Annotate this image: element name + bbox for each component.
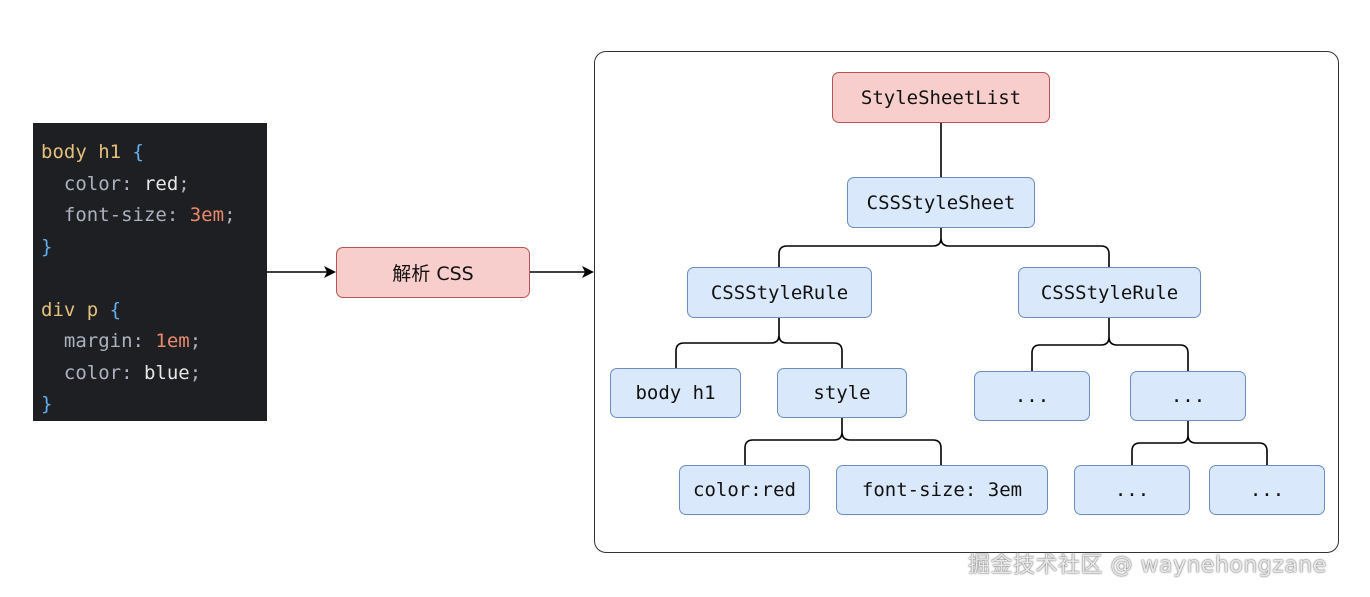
code-token: : bbox=[132, 330, 156, 352]
code-token: { bbox=[109, 298, 122, 321]
cssom-tree-frame bbox=[594, 51, 1339, 553]
code-token: { bbox=[132, 141, 144, 163]
code-line: } bbox=[41, 389, 267, 421]
code-line: color: red; bbox=[41, 169, 267, 201]
node-decl-font-size: font-size: 3em bbox=[836, 465, 1048, 515]
code-token: ; bbox=[189, 361, 202, 384]
node-ellipsis-label: ... bbox=[1170, 385, 1206, 407]
code-token: : bbox=[121, 361, 144, 384]
node-ellipsis: ... bbox=[1130, 371, 1246, 421]
code-line: color: blue; bbox=[41, 358, 267, 390]
edge-style-decls bbox=[744, 418, 942, 465]
watermark: 掘金技术社区 @ waynehongzane bbox=[968, 553, 1327, 578]
node-cssstylerule-left: CSSStyleRule bbox=[687, 267, 872, 318]
code-line: margin: 1em; bbox=[41, 326, 267, 358]
parse-css-box: 解析 CSS bbox=[336, 247, 530, 298]
code-token: : bbox=[166, 204, 190, 226]
code-line: body h1 { bbox=[41, 137, 267, 169]
node-decl-color-label: color:red bbox=[693, 479, 796, 501]
node-ellipsis: ... bbox=[1074, 465, 1190, 515]
node-decl-color: color:red bbox=[679, 465, 810, 515]
node-selector-label: body h1 bbox=[635, 382, 716, 404]
code-token: } bbox=[41, 393, 53, 415]
node-ellipsis: ... bbox=[974, 371, 1090, 421]
node-style-label: style bbox=[813, 382, 871, 404]
node-ellipsis-label: ... bbox=[1249, 479, 1285, 501]
code-token: body h1 bbox=[41, 141, 133, 163]
code-token: ; bbox=[189, 330, 202, 352]
node-selector: body h1 bbox=[610, 368, 741, 418]
parse-css-label: 解析 CSS bbox=[392, 263, 474, 285]
code-line: font-size: 3em; bbox=[41, 200, 267, 232]
code-token: margin bbox=[41, 330, 133, 352]
code-token: blue bbox=[143, 361, 190, 384]
node-stylesheetlist: StyleSheetList bbox=[832, 72, 1050, 123]
edge-ellipsis-children bbox=[1131, 421, 1268, 465]
node-ellipsis: ... bbox=[1209, 465, 1325, 515]
code-token: div p bbox=[41, 298, 110, 321]
code-token: ; bbox=[178, 172, 190, 195]
node-style: style bbox=[777, 368, 907, 418]
node-stylesheetlist-label: StyleSheetList bbox=[860, 86, 1022, 109]
code-token: } bbox=[41, 235, 53, 258]
edge-ruleright-children bbox=[1031, 318, 1189, 371]
code-line: div p { bbox=[41, 295, 267, 327]
node-cssstylerule-right: CSSStyleRule bbox=[1018, 267, 1201, 318]
code-token: color bbox=[41, 361, 122, 384]
code-line: } bbox=[41, 232, 267, 264]
node-ellipsis-label: ... bbox=[1014, 385, 1050, 407]
node-cssstylerule-right-label: CSSStyleRule bbox=[1040, 281, 1179, 304]
code-token: font-size bbox=[41, 204, 167, 226]
node-cssstylesheet-label: CSSStyleSheet bbox=[866, 191, 1016, 214]
node-cssstylerule-left-label: CSSStyleRule bbox=[710, 281, 849, 304]
code-token: red bbox=[143, 172, 179, 195]
node-decl-font-size-label: font-size: 3em bbox=[861, 479, 1023, 501]
css-code-panel: body h1 { color: red; font-size: 3em;} di… bbox=[33, 123, 267, 421]
node-cssstylesheet: CSSStyleSheet bbox=[847, 177, 1035, 228]
edge-sheet-rules bbox=[778, 228, 1110, 267]
code-token: 3em bbox=[189, 204, 225, 226]
code-token: ; bbox=[224, 204, 236, 226]
code-token: : bbox=[121, 172, 144, 195]
code-token: 1em bbox=[155, 330, 190, 352]
code-token: color bbox=[41, 172, 122, 195]
edge-ruleleft-children bbox=[675, 318, 843, 368]
node-ellipsis-label: ... bbox=[1114, 479, 1150, 501]
